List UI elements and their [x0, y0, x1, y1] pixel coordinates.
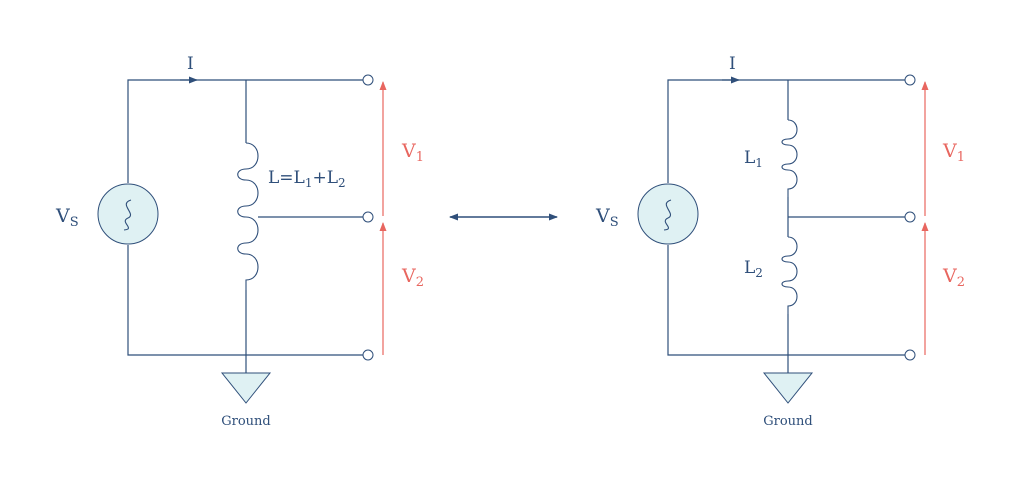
right-ground-icon [762, 372, 814, 404]
right-inductor-l1 [781, 119, 798, 197]
left-terminal-top [362, 74, 374, 86]
left-inductor-equation: L=L1+L2 [268, 168, 346, 190]
right-v2-label: V2 [942, 265, 965, 290]
right-l1-label: L1 [744, 148, 763, 170]
left-current-label: I [187, 54, 194, 74]
left-ac-source [97, 183, 159, 245]
left-terminal-mid [362, 211, 374, 223]
right-wires [667, 79, 905, 373]
left-source-label: VS [55, 205, 79, 230]
left-ground-icon [220, 372, 272, 404]
left-ground-label: Ground [221, 414, 271, 429]
left-terminal-bottom [362, 349, 374, 361]
left-wires [127, 79, 363, 373]
left-tapped-inductor [237, 142, 259, 290]
right-circuit: I L1 L2 VS V1 V2 Ground [595, 54, 965, 429]
right-ac-source [637, 183, 699, 245]
left-v1-label: V1 [401, 140, 424, 165]
right-inductor-l2 [781, 236, 798, 314]
left-v2-label: V2 [401, 265, 424, 290]
right-terminal-top [904, 74, 916, 86]
right-terminal-mid [904, 211, 916, 223]
right-current-label: I [729, 54, 736, 74]
right-ground-label: Ground [763, 414, 813, 429]
right-v1-label: V1 [942, 140, 965, 165]
left-circuit: I L=L1+L2 VS V1 V2 Ground [55, 54, 424, 429]
right-source-label: VS [595, 205, 619, 230]
right-l2-label: L2 [744, 258, 763, 280]
right-terminal-bottom [904, 349, 916, 361]
